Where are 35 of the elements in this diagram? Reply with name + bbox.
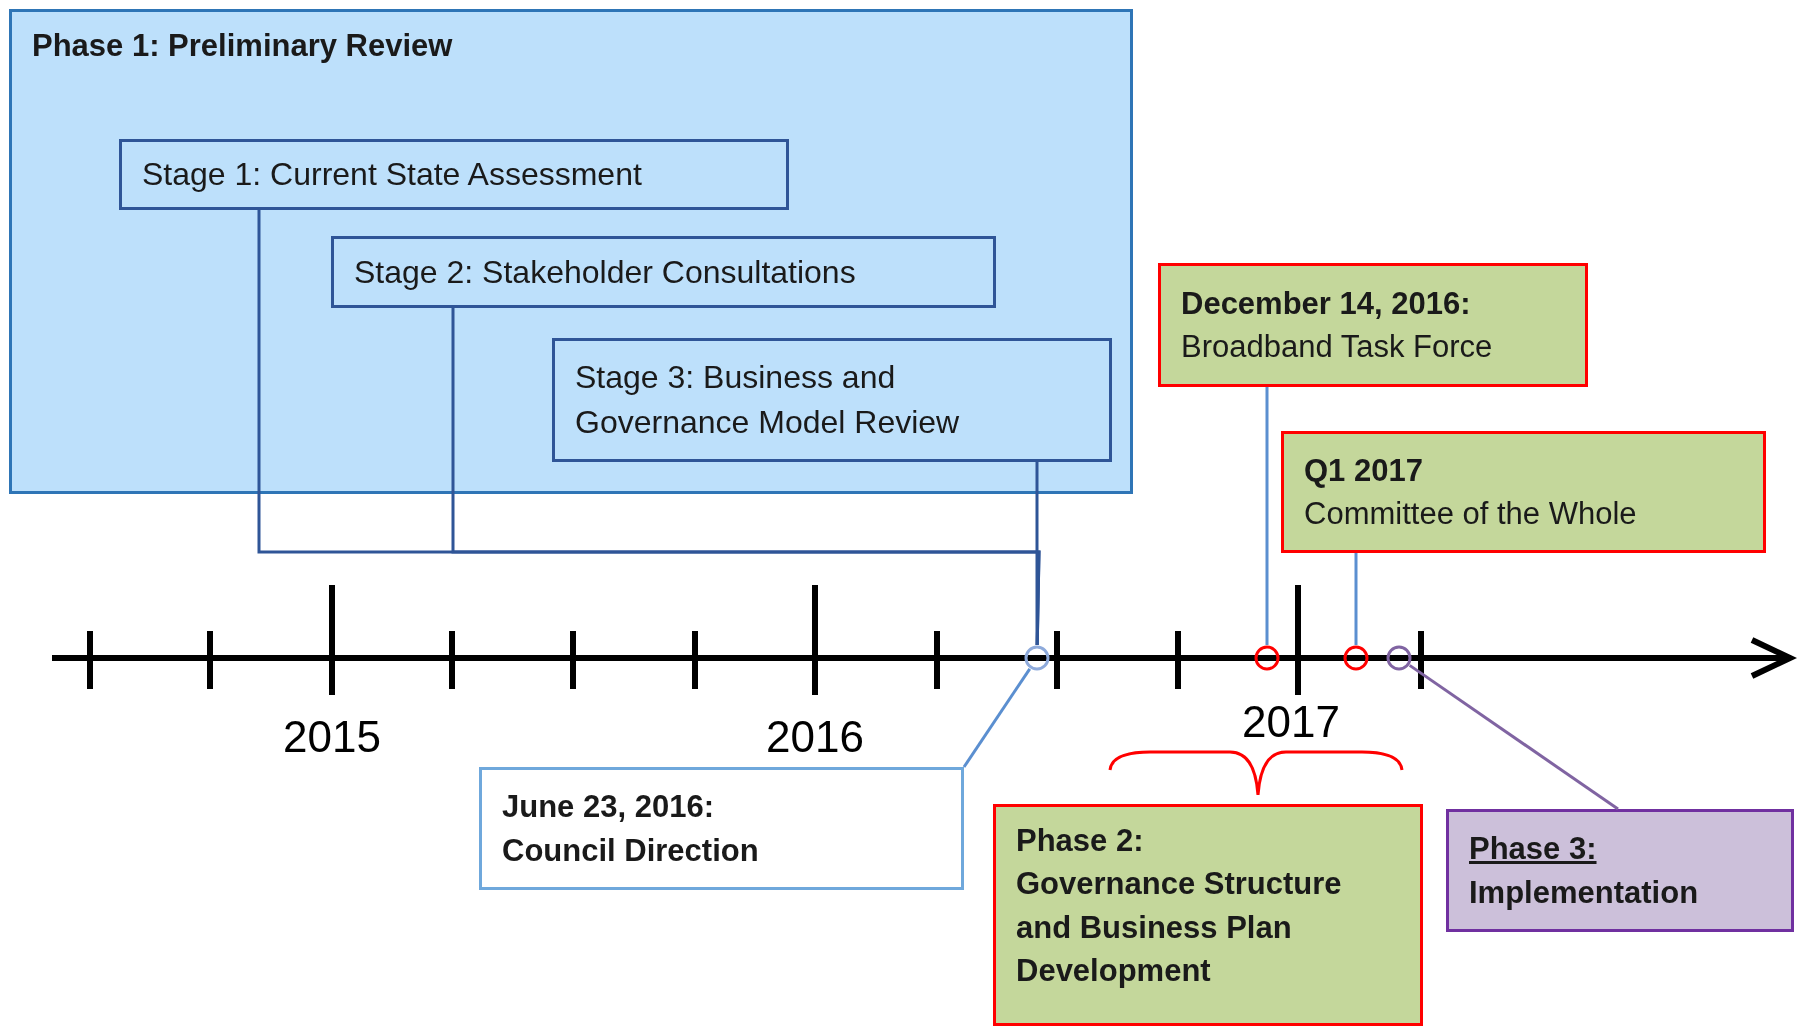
- phase-description: Governance Structure and Business Plan Development: [1016, 865, 1343, 991]
- year-label: 2017: [1242, 700, 1340, 744]
- milestone-date: December 14, 2016:: [1181, 284, 1472, 323]
- milestone-description: Council Direction: [502, 831, 760, 870]
- stage-box: [552, 338, 1112, 462]
- milestone-circle: [1254, 645, 1280, 671]
- connector-line: [1035, 462, 1039, 645]
- milestone-description: Broadband Task Force: [1181, 328, 1494, 366]
- phase-panel: [9, 9, 1133, 494]
- connector-line: [1408, 664, 1619, 811]
- phase-box: [1446, 809, 1794, 932]
- year-label: 2015: [283, 715, 381, 759]
- stage-box: [331, 236, 996, 308]
- phase-description: Implementation: [1469, 873, 1700, 912]
- stage-label: Stage 2: Stakeholder Consultations: [354, 252, 856, 292]
- milestone-box: [1158, 263, 1588, 387]
- phase-box: [993, 804, 1423, 1026]
- milestone-circle: [1386, 645, 1412, 671]
- milestone-date: June 23, 2016:: [502, 788, 715, 827]
- stage-label: Stage 3: Business and Governance Model Review: [575, 358, 961, 442]
- stage-label: Stage 1: Current State Assessment: [142, 155, 642, 195]
- stage-box: [119, 139, 789, 210]
- phase-title: Phase 2:: [1016, 822, 1145, 860]
- panel-title: Phase 1: Preliminary Review: [32, 27, 454, 65]
- milestone-circle: [1343, 645, 1369, 671]
- milestone-description: Committee of the Whole: [1304, 495, 1638, 533]
- milestone-date: Q1 2017: [1304, 451, 1424, 490]
- connector-line: [1265, 387, 1269, 645]
- phase-title: Phase 3:: [1469, 830, 1598, 869]
- year-label: 2016: [766, 715, 864, 759]
- milestone-box: [479, 767, 964, 890]
- milestone-circle: [1024, 645, 1050, 671]
- connector-line: [962, 667, 1031, 768]
- milestone-box: [1281, 431, 1766, 553]
- connector-line: [1354, 553, 1358, 645]
